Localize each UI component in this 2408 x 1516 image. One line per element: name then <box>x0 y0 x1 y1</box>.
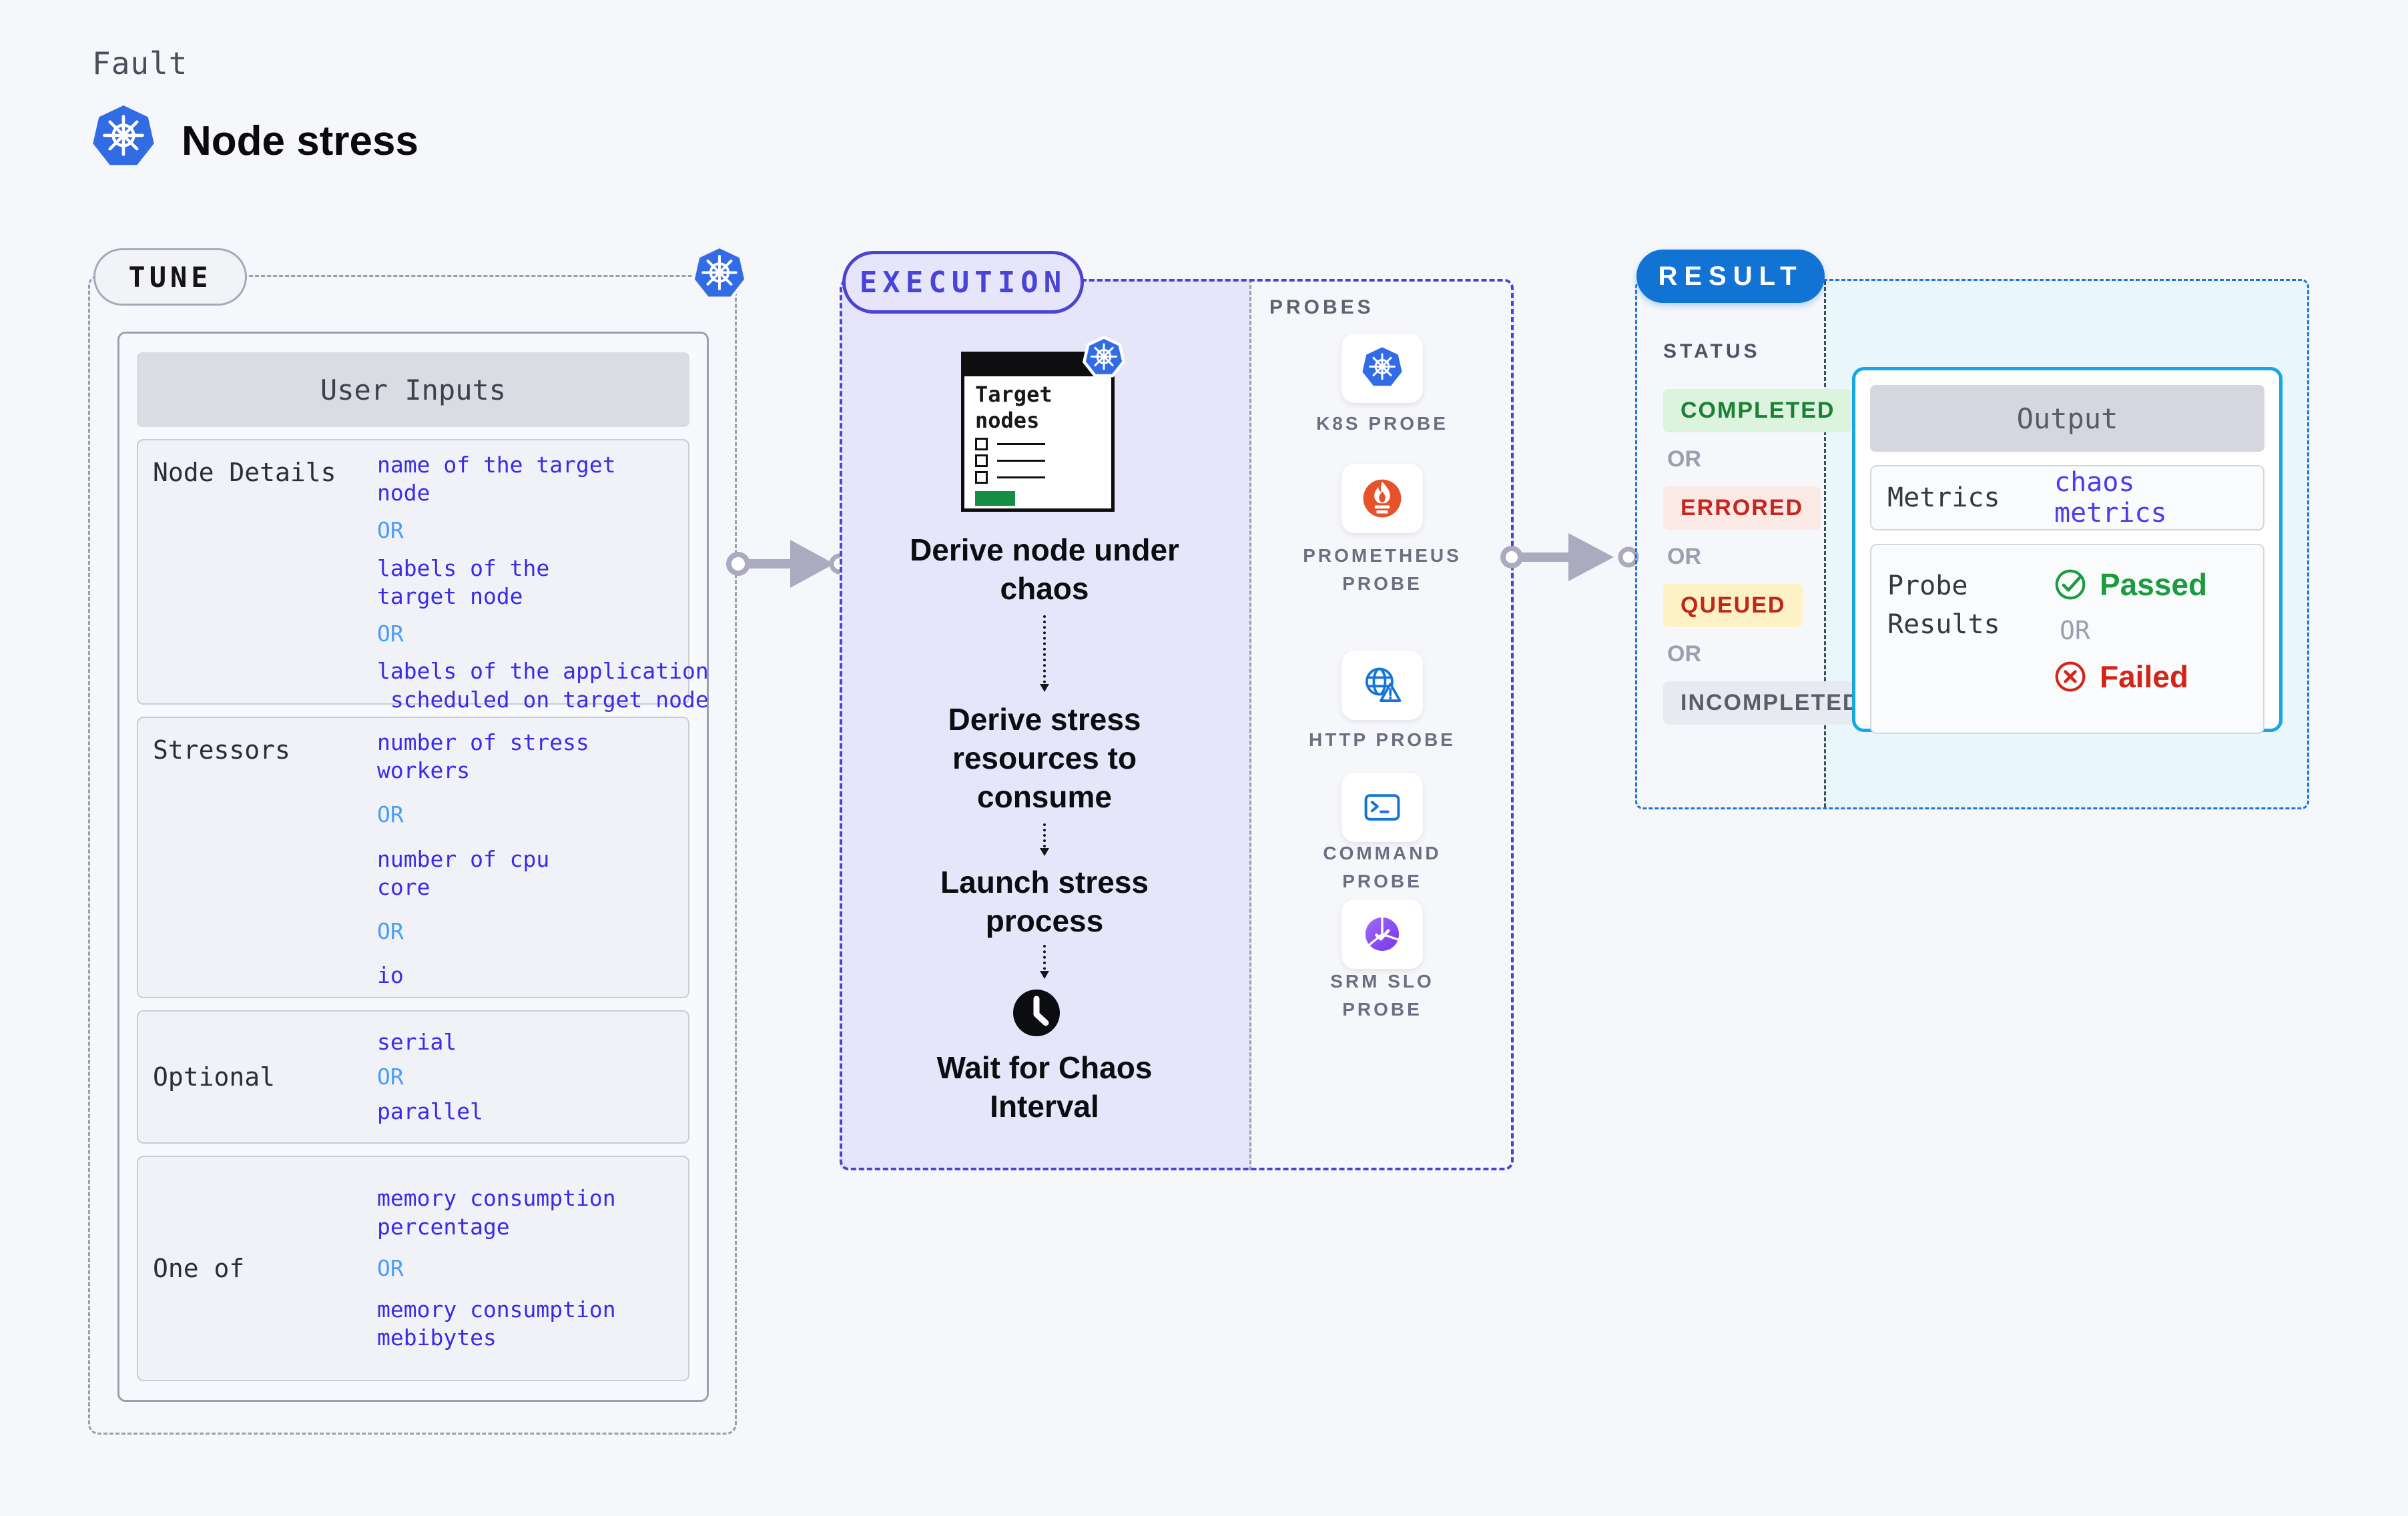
checklist-item <box>975 438 1111 451</box>
probe-label-k8s: K8S PROBE <box>1316 413 1448 434</box>
progress-bar <box>975 491 1015 506</box>
probes-title: PROBES <box>1269 296 1374 318</box>
probe-label-http: HTTP PROBE <box>1309 729 1456 750</box>
input-value: labels of the target node <box>377 554 550 609</box>
probe-label-srm-slo: SRM SLO PROBE <box>1330 971 1434 1020</box>
probe-results-row: Probe Results Passed OR Failed <box>1870 544 2265 734</box>
or-separator: OR <box>377 1063 404 1090</box>
checkbox-icon <box>975 438 988 451</box>
arrow-tune-to-execution <box>726 540 850 588</box>
probe-label-prometheus: PROMETHEUS PROBE <box>1303 545 1462 594</box>
page-title: Node stress <box>182 118 418 164</box>
input-value: serial <box>377 1028 457 1055</box>
output-header: Output <box>1870 385 2265 452</box>
clock-icon <box>1013 990 1060 1036</box>
or-separator: OR <box>1667 641 1701 667</box>
checkbox-icon <box>975 471 988 484</box>
execution-badge: EXECUTION <box>842 251 1084 314</box>
status-badge-queued: QUEUED <box>1663 584 1803 627</box>
probe-card-srm-slo <box>1341 899 1423 969</box>
check-circle-icon <box>2055 569 2086 600</box>
arrow-probes-to-result <box>1500 533 1639 581</box>
target-nodes-card: Target nodes <box>961 336 1126 512</box>
input-value: labels of the application scheduled on t… <box>377 658 709 713</box>
probe-card-k8s <box>1341 334 1423 403</box>
input-value: number of cpu core <box>377 845 550 900</box>
or-separator: OR <box>377 918 404 945</box>
or-separator: OR <box>377 621 404 647</box>
status-badge-incompleted: INCOMPLETED <box>1663 681 1878 725</box>
or-separator: OR <box>377 1254 404 1281</box>
tune-kubernetes-icon <box>691 246 747 300</box>
user-inputs-header: User Inputs <box>137 352 689 427</box>
input-row-label: One of <box>153 1254 245 1283</box>
probe-card-http <box>1341 651 1423 720</box>
flow-step-derive-node: Derive node under chaos <box>910 532 1179 606</box>
input-value: parallel <box>377 1098 483 1125</box>
result-section <box>1635 279 2309 809</box>
checkbox-icon <box>975 454 988 468</box>
probe-results-label: Probe Results <box>1887 571 2000 640</box>
prometheus-icon <box>1363 479 1402 518</box>
list-line <box>997 460 1045 462</box>
metrics-label: Metrics <box>1887 482 2000 513</box>
input-value: memory consumption percentage <box>377 1185 616 1240</box>
or-separator: OR <box>2060 616 2090 645</box>
kubernetes-icon <box>93 105 154 165</box>
or-separator: OR <box>377 517 404 544</box>
status-title: STATUS <box>1663 340 1761 362</box>
checklist-item <box>975 454 1111 468</box>
result-badge: RESULT <box>1636 250 1825 303</box>
or-separator: OR <box>1667 544 1701 569</box>
input-row-node-details: Node Details name of the target node OR … <box>137 439 709 713</box>
target-nodes-title: Target nodes <box>975 382 1052 434</box>
flow-step-launch-stress: Launch stress process <box>940 865 1149 938</box>
or-separator: OR <box>377 801 404 828</box>
flow-connector <box>1040 945 1049 979</box>
input-row-label: Node Details <box>153 458 336 487</box>
target-card-kubernetes-icon <box>1082 336 1126 378</box>
probe-card-prometheus <box>1341 464 1423 533</box>
probe-label-command: COMMAND PROBE <box>1323 843 1442 891</box>
metrics-row: Metrics chaos metrics <box>1870 465 2265 530</box>
flow-step-derive-stress: Derive stress resources to consume <box>948 702 1141 814</box>
output-card: Output Metrics chaos metrics Probe Resul… <box>1852 367 2283 734</box>
input-row-one-of: One of memory consumption percentage OR … <box>137 1156 689 1381</box>
list-line <box>997 476 1045 479</box>
checklist-item <box>975 471 1111 484</box>
passed-label: Passed <box>2100 567 2208 602</box>
execution-probes-container <box>840 279 1514 1170</box>
tune-section <box>88 275 737 1435</box>
or-separator: OR <box>1667 446 1701 472</box>
user-inputs-panel: User Inputs Node Details name of the tar… <box>117 332 709 1402</box>
input-row-stressors: Stressors number of stress workers OR nu… <box>137 717 689 998</box>
input-row-optional: Optional serial OR parallel <box>137 1010 689 1144</box>
input-value: io <box>377 962 404 989</box>
http-globe-icon <box>1366 667 1402 702</box>
failed-label: Failed <box>2100 659 2188 694</box>
fault-eyebrow-label: Fault <box>92 45 188 81</box>
input-value: memory consumption mebibytes <box>377 1296 616 1351</box>
flow-connector <box>1040 823 1049 856</box>
x-circle-icon <box>2055 661 2086 692</box>
list-line <box>997 443 1045 446</box>
input-row-label: Optional <box>153 1062 276 1092</box>
kubernetes-icon <box>1362 347 1402 386</box>
flow-connector <box>1040 615 1049 692</box>
status-badge-errored: ERRORED <box>1663 486 1821 530</box>
metrics-value: chaos metrics <box>2054 467 2167 528</box>
flow-step-wait-interval: Wait for Chaos Interval <box>936 1050 1153 1124</box>
input-value: name of the target node <box>377 452 616 506</box>
tune-badge: TUNE <box>93 248 247 306</box>
probe-card-command <box>1341 773 1423 842</box>
input-row-label: Stressors <box>153 735 290 765</box>
command-terminal-icon <box>1364 794 1400 821</box>
srm-slo-icon <box>1365 916 1400 952</box>
input-value: number of stress workers <box>377 729 589 784</box>
status-badge-completed: COMPLETED <box>1663 389 1853 432</box>
status-stack: COMPLETED OR ERRORED OR QUEUED OR INCOMP… <box>1663 389 1878 725</box>
